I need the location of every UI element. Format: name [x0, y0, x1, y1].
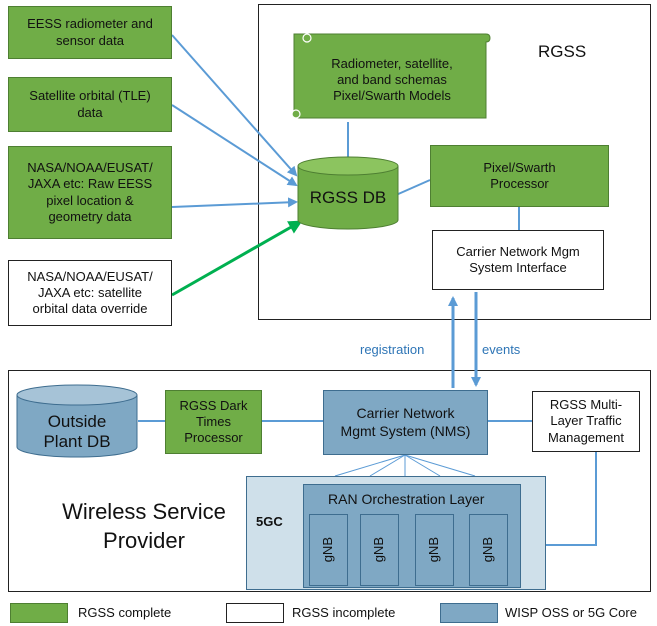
- carrier-network-interface-box: Carrier Network Mgm System Interface: [432, 230, 604, 290]
- dark-times-processor-box: RGSS Dark Times Processor: [165, 390, 262, 454]
- gnb-3: gNB: [415, 514, 454, 586]
- events-label: events: [482, 342, 521, 357]
- nasa-override-box: NASA/NOAA/EUSAT/ JAXA etc: satellite orb…: [8, 260, 172, 326]
- legend-label-wisp: WISP OSS or 5G Core: [505, 605, 637, 620]
- arrow-raw-to-db: [171, 197, 298, 208]
- schema-scroll-label: Radiometer, satellite, and band schemas …: [331, 55, 453, 104]
- gnb-1: gNB: [309, 514, 348, 586]
- arrow-eess-to-db: [171, 34, 298, 177]
- rgss-db-label: RGSS DB: [309, 188, 387, 207]
- gnb-4: gNB: [469, 514, 508, 586]
- gnb-2: gNB: [360, 514, 399, 586]
- arrow-override-to-db: [171, 220, 303, 297]
- gnb-3-label: gNB: [426, 537, 442, 563]
- outside-plant-db-label: Outside Plant DB: [43, 412, 111, 452]
- satellite-orbital-box: Satellite orbital (TLE) data: [8, 77, 172, 132]
- pixel-swarth-processor-box: Pixel/Swarth Processor: [430, 145, 609, 207]
- legend-swatch-incomplete: [226, 603, 284, 623]
- 5gc-label: 5GC: [256, 514, 283, 529]
- fan-line-1: [334, 454, 406, 477]
- gnb-4-label: gNB: [480, 537, 496, 563]
- wireless-service-provider-frame: [8, 370, 651, 592]
- legend-label-complete: RGSS complete: [78, 605, 172, 620]
- wsp-title: Wireless Service Provider: [62, 499, 226, 553]
- nasa-raw-data-box: NASA/NOAA/EUSAT/ JAXA etc: Raw EESS pixe…: [8, 146, 172, 239]
- eess-radiometer-box: EESS radiometer and sensor data: [8, 6, 172, 59]
- traffic-management-box: RGSS Multi- Layer Traffic Management: [532, 391, 640, 452]
- registration-label: registration: [360, 342, 425, 357]
- legend-swatch-wisp: [440, 603, 498, 623]
- gnb-1-label: gNB: [320, 537, 336, 563]
- arrow-tle-to-db: [171, 104, 298, 187]
- fan-line-2: [369, 454, 406, 477]
- ran-orchestration-label: RAN Orchestration Layer: [328, 491, 485, 507]
- gnb-2-label: gNB: [371, 537, 387, 563]
- rgss-title: RGSS: [538, 42, 587, 61]
- line-db-to-processor: [395, 179, 431, 196]
- legend-label-incomplete: RGSS incomplete: [292, 605, 396, 620]
- legend-swatch-complete: [10, 603, 68, 623]
- fan-line-5: [404, 454, 476, 477]
- nms-box: Carrier Network Mgmt System (NMS): [323, 390, 488, 455]
- fan-line-4: [404, 454, 441, 477]
- line-traffic-to-5gc: [546, 452, 597, 546]
